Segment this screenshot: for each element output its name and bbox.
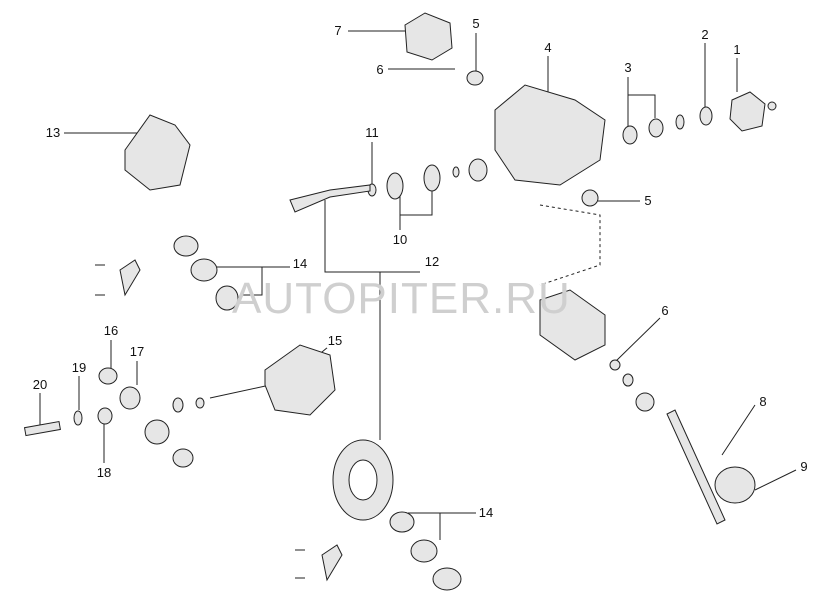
callout-2: 2	[700, 27, 710, 42]
callout-17: 17	[128, 344, 146, 359]
watermark: AUTOPITER.RU	[232, 274, 571, 323]
callout-8: 8	[758, 394, 768, 409]
callout-14-lower: 14	[477, 505, 495, 520]
callout-15: 15	[326, 333, 344, 348]
callout-19: 19	[70, 360, 88, 375]
callout-13: 13	[44, 125, 62, 140]
callout-1: 1	[732, 42, 742, 57]
callout-7: 7	[333, 23, 343, 38]
leader-lines	[39, 30, 797, 540]
callout-16: 16	[102, 323, 120, 338]
callout-6-right: 6	[660, 303, 670, 318]
callout-10: 10	[391, 232, 409, 247]
callout-12: 12	[423, 254, 441, 269]
callout-6-top: 6	[375, 62, 385, 77]
callout-20: 20	[31, 377, 49, 392]
callout-4: 4	[543, 40, 553, 55]
callout-9: 9	[799, 459, 809, 474]
callout-5-top: 5	[471, 16, 481, 31]
callout-5-right: 5	[643, 193, 653, 208]
callout-14-upper: 14	[291, 256, 309, 271]
callout-11: 11	[364, 125, 380, 140]
parts	[23, 12, 777, 591]
callout-18: 18	[95, 465, 113, 480]
callout-3: 3	[623, 60, 633, 75]
